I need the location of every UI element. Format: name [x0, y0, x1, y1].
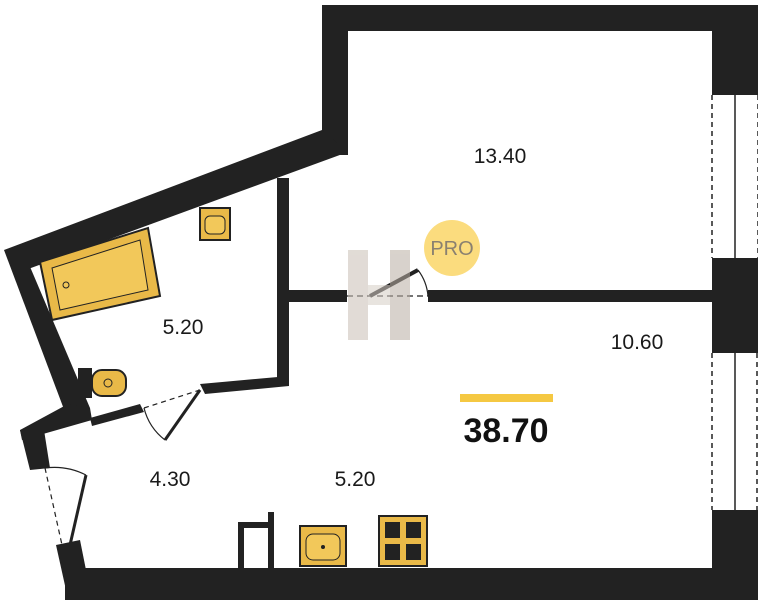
bathtub-icon	[38, 226, 162, 322]
pro-badge-text: PRO	[430, 238, 473, 260]
total-area-accent-bar	[460, 394, 553, 402]
window-upper	[711, 95, 758, 258]
watermark-logo	[348, 250, 410, 340]
living-area-label: 10.60	[611, 331, 664, 354]
pro-badge: PRO	[424, 220, 480, 276]
wall-column-left	[238, 522, 244, 570]
stove-icon	[378, 515, 428, 567]
room-area-label: 13.40	[474, 145, 527, 168]
window-lower	[711, 353, 758, 510]
wall-partition-right	[428, 290, 712, 302]
wall-partition-left	[289, 290, 347, 302]
wall-bath-right	[277, 178, 289, 383]
wall-diagonal	[4, 130, 348, 272]
wall-top	[322, 5, 758, 31]
wall-upper-left	[322, 5, 348, 155]
toilet-icon	[78, 368, 127, 398]
walls	[4, 5, 758, 600]
hallway-area-label: 4.30	[150, 468, 191, 491]
wall-bath-bottom-right	[200, 376, 289, 394]
door-bathroom	[143, 389, 202, 441]
kitchen-sink-icon	[299, 525, 347, 567]
washbasin-icon	[199, 207, 231, 241]
total-area: 38.70	[463, 412, 548, 450]
wall-entry-left-top	[20, 430, 50, 470]
wall-column-top	[238, 522, 274, 528]
door-entrance	[44, 466, 88, 546]
wall-bottom	[65, 568, 758, 600]
wall-column-right	[268, 512, 274, 570]
kitchen-area-label: 5.20	[335, 468, 376, 491]
wall-bath-left	[4, 250, 90, 420]
bathroom-area-label: 5.20	[163, 316, 204, 339]
wall-right-mid	[712, 258, 758, 353]
wall-right-top	[712, 5, 758, 95]
wall-bath-bottom-left	[90, 404, 144, 426]
wall-entry-left-bottom	[56, 540, 90, 590]
